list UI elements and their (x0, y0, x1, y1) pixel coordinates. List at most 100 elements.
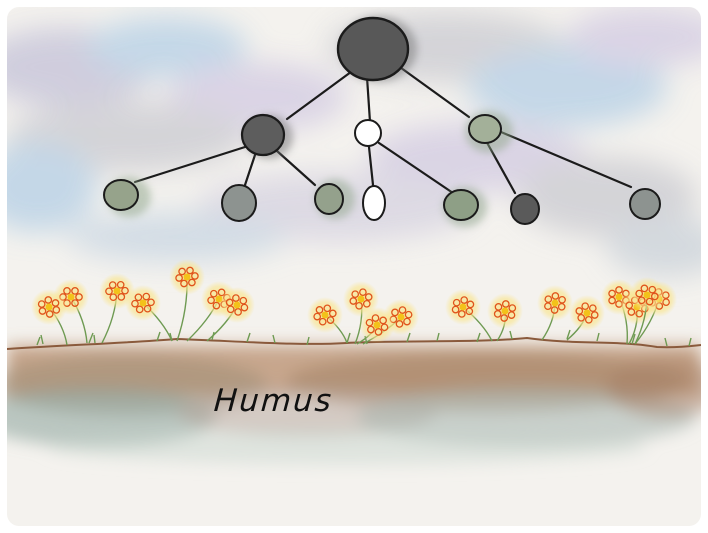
flower-center (321, 311, 329, 319)
humus-illustration: Humus (7, 7, 701, 526)
flower-petal (575, 307, 584, 315)
flower-petal (371, 314, 380, 322)
soil-band (7, 329, 701, 465)
flower-petal (45, 310, 54, 318)
flower-center (233, 301, 241, 309)
flower-petal (117, 293, 126, 301)
flower-petal (313, 312, 322, 321)
flower-petal (232, 294, 240, 302)
flower-petal (207, 296, 215, 305)
flower (31, 289, 68, 346)
flower-petal (451, 305, 460, 314)
flower-center (615, 293, 623, 301)
flower-center (459, 303, 467, 311)
flower-petal (550, 306, 559, 314)
flower-petal (465, 307, 474, 316)
flower-petal (588, 304, 597, 313)
flower-petal (116, 280, 125, 289)
flower-petal (71, 287, 79, 295)
flower-petal (403, 317, 411, 326)
flower-center (397, 313, 405, 321)
flower-petal (131, 299, 139, 308)
flower-petal (51, 299, 60, 307)
flower-center (357, 295, 365, 303)
flower-petal (460, 296, 469, 304)
flower-petal (645, 297, 654, 306)
tree-node-center (354, 119, 382, 147)
tree-node-left (240, 113, 286, 157)
tree-root-node (336, 16, 410, 82)
flower-petal (323, 304, 332, 313)
flower-petal (466, 300, 475, 309)
tree-leaf-node (629, 188, 661, 220)
flower (125, 285, 173, 342)
flower-center (373, 321, 381, 329)
flower-petal (391, 308, 399, 317)
tree-node-right (468, 114, 502, 144)
flower-petal (494, 303, 503, 311)
flower-petal (71, 299, 79, 307)
flower-petal (240, 303, 249, 312)
flower-petal (365, 318, 374, 327)
flower-petal (590, 311, 599, 319)
flower-petal (44, 296, 53, 304)
flower-center (183, 273, 191, 281)
flower-petal (374, 328, 383, 336)
flower-petal (581, 302, 590, 311)
flower-center (113, 287, 121, 295)
cloud-wash (7, 7, 701, 277)
tree-leaf-node (443, 189, 479, 221)
tree-leaf-node (362, 185, 386, 221)
flower (307, 297, 348, 344)
flower-center (139, 299, 147, 307)
flower-petal (577, 313, 586, 322)
flower-petal (191, 272, 199, 280)
flower-center (583, 309, 591, 317)
flower-petal (648, 285, 657, 294)
humus-caption: Humus (212, 383, 335, 419)
flower-petal (37, 300, 46, 308)
flower-petal (109, 293, 118, 302)
flower-petal (188, 278, 196, 287)
flower-petal (234, 308, 242, 316)
flower-petal (180, 279, 188, 288)
flower (206, 287, 255, 342)
flower (445, 289, 493, 342)
flower-petal (608, 289, 616, 298)
tree-leaf-node (314, 183, 344, 215)
flower-petal (318, 317, 327, 326)
flower-center (643, 291, 651, 299)
flower-petal (225, 298, 234, 307)
flower (487, 293, 523, 342)
flower-petal (507, 311, 516, 319)
flower-petal (367, 325, 375, 334)
flower-petal (63, 287, 71, 295)
tree-leaf-node (103, 179, 139, 211)
flower-petal (615, 286, 623, 294)
flower (356, 307, 395, 345)
tree-leaf-node (221, 184, 257, 222)
flower-petal (501, 300, 510, 308)
illustration-canvas (7, 7, 701, 465)
flower-petal (328, 309, 337, 318)
flower-petal (326, 316, 335, 324)
flower-petal (315, 306, 324, 314)
flower-petal (105, 287, 113, 296)
flower (629, 277, 665, 345)
flower-petal (209, 289, 218, 298)
flower-petal (355, 301, 363, 310)
flower-petal (239, 296, 248, 305)
tree-leaf-node (510, 193, 540, 225)
flower-petal (143, 304, 152, 313)
flower-petal (650, 292, 659, 301)
flower-petal (175, 274, 183, 282)
flower-petal (379, 316, 387, 325)
flower-meadow (31, 259, 677, 346)
flower-petal (135, 305, 144, 314)
flower-petal (359, 288, 367, 297)
flower-petal (108, 281, 117, 289)
flower (362, 299, 419, 345)
flower-petal (142, 292, 151, 301)
flower-petal (544, 302, 552, 311)
flower (169, 259, 205, 342)
